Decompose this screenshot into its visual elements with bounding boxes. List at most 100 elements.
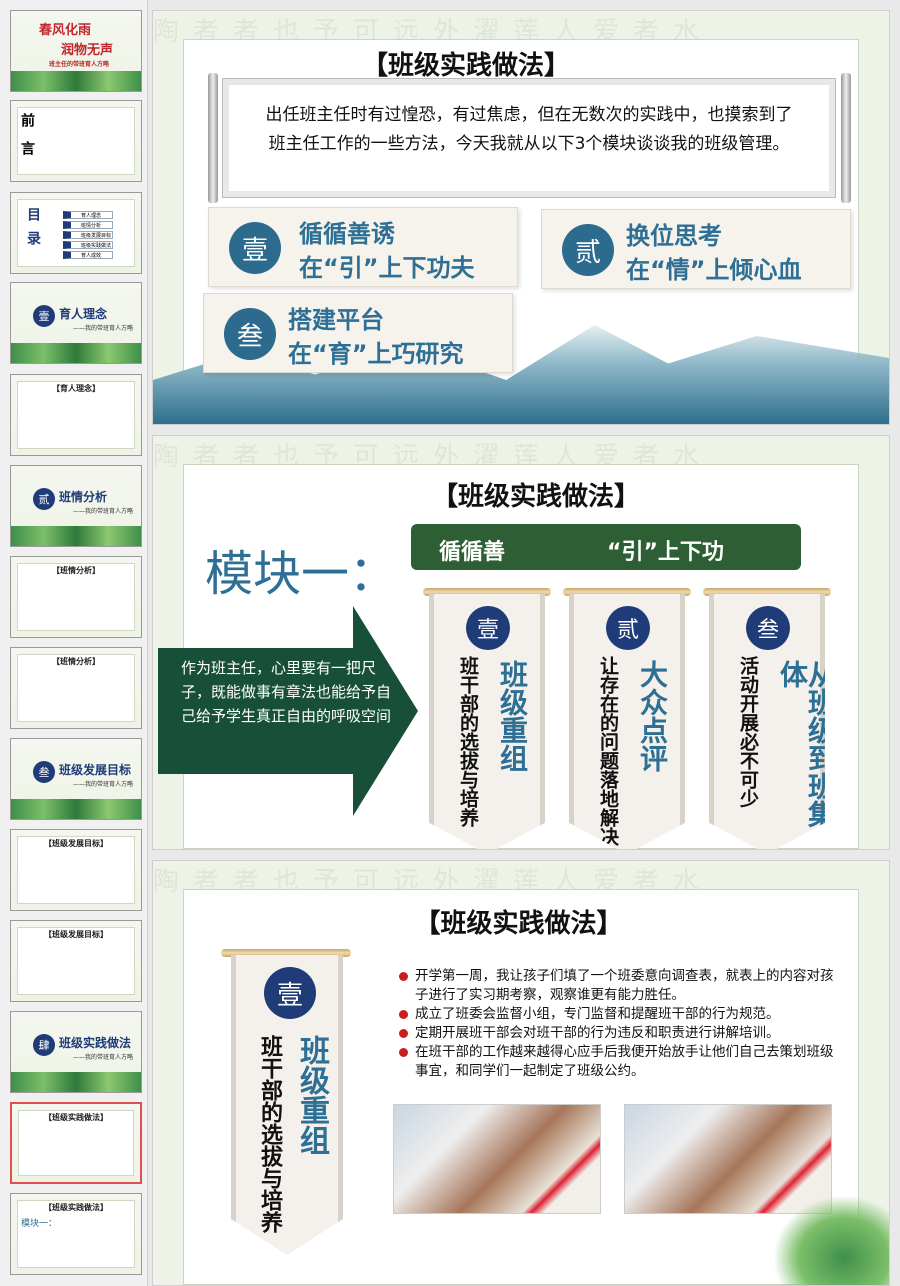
module-card-2[interactable]: 贰 换位思考 在“情”上倾心血 <box>541 209 851 289</box>
thumb-body <box>17 381 135 449</box>
thumb-body <box>17 836 135 904</box>
slide-thumbnail-6[interactable]: 贰 班情分析 ——我的带班育人方略 <box>10 465 142 547</box>
thumb-title: 前言 <box>19 113 35 169</box>
slide-thumbnail-3[interactable]: 目录 育人理念班情分析班级发展目标班级实践做法育人成效 <box>10 192 142 274</box>
slide-1[interactable]: 陶者者也予可远外濯莲人爱者水 【班级实践做法】 出任班主任时有过惶恐，有过焦虑，… <box>152 10 890 425</box>
number-seal: 壹 <box>229 222 281 274</box>
card-line1: 搭建平台 <box>288 306 384 334</box>
card-line2: 在“情”上倾心血 <box>626 256 802 284</box>
banner-subtitle: 让存在的问题落地解决 <box>597 656 619 846</box>
scroll-rod-left <box>208 73 218 203</box>
module-card-1[interactable]: 壹 循循善诱 在“引”上下功夫 <box>208 207 518 287</box>
toc-item: 育人成效 <box>63 251 113 259</box>
toc-item: 班级实践做法 <box>63 241 113 249</box>
number-seal: 叁 <box>224 308 276 360</box>
slide-thumbnail-11[interactable]: 【班级发展目标】 <box>10 920 142 1002</box>
banner-1: 壹 班级重组 班干部的选拔与培养 <box>231 955 343 1255</box>
slide-title: 【班级实践做法】 <box>431 482 640 512</box>
thumb-title: 【班情分析】 <box>52 657 100 666</box>
slide-3[interactable]: 陶者者也予可远外濯莲人爱者水 【班级实践做法】 壹 班级重组 班干部的选拔与培养… <box>152 860 890 1286</box>
scroll-rod-right <box>841 73 851 203</box>
card-line1: 换位思考 <box>626 222 722 250</box>
banner-1[interactable]: 壹 班级重组 班干部的选拔与培养 <box>429 594 545 849</box>
bar-text-right: “引”上下功 <box>607 540 724 565</box>
thumb-title: 【班级发展目标】 <box>44 839 108 848</box>
class-photo-1[interactable] <box>393 1104 601 1214</box>
lotus-decoration <box>11 1072 141 1092</box>
bullet-list: 开学第一周，我让孩子们填了一个班委意向调查表，就表上的内容对孩子进行了实习期考察… <box>399 967 839 1081</box>
thumb-title: 班级发展目标 <box>59 763 132 777</box>
slide-title: 【班级实践做法】 <box>361 51 570 81</box>
thumb-body <box>17 563 135 631</box>
thumb-title: 班级实践做法 <box>59 1036 132 1050</box>
bullet-item: 在班干部的工作越来越得心应手后我便开始放手让他们自己去策划班级事宜，和同学们一起… <box>399 1043 839 1081</box>
thumb-body <box>17 1200 135 1268</box>
bullet-item: 开学第一周，我让孩子们填了一个班委意向调查表，就表上的内容对孩子进行了实习期考察… <box>399 967 839 1005</box>
module-title-bar: 循循善 “引”上下功 <box>411 524 801 570</box>
thumb-subtitle: ——我的带班育人方略 <box>73 325 134 332</box>
thumb-body <box>17 654 135 722</box>
slide-thumbnail-13[interactable]: 【班级实践做法】 <box>10 1102 142 1184</box>
thumb-body <box>17 199 135 267</box>
module-label: 模块一： <box>205 546 398 602</box>
slide-thumbnail-2[interactable]: 前言 <box>10 100 142 182</box>
number-seal: 肆 <box>33 1034 55 1056</box>
number-seal: 壹 <box>33 305 55 327</box>
thumb-title: 目录 <box>25 207 41 255</box>
number-seal: 叁 <box>33 761 55 783</box>
thumb-title: 【班级实践做法】 <box>44 1203 108 1212</box>
arrow-text: 作为班主任，心里要有一把尺子，既能做事有章法也能给予自己给予学生真正自由的呼吸空… <box>181 659 392 725</box>
number-seal: 贰 <box>562 224 614 276</box>
thumb-body <box>18 1110 134 1176</box>
thumb-subtitle: ——我的带班育人方略 <box>73 1054 134 1061</box>
banner-rod <box>423 588 551 596</box>
banner-rod <box>221 949 351 957</box>
card-line2: 在“引”上下功夫 <box>299 254 475 282</box>
slide-thumbnail-12[interactable]: 肆 班级实践做法 ——我的带班育人方略 <box>10 1011 142 1093</box>
slide-thumbnail-4[interactable]: 壹 育人理念 ——我的带班育人方略 <box>10 282 142 364</box>
slide-thumbnail-14[interactable]: 【班级实践做法】模块一： <box>10 1193 142 1275</box>
banner-rod <box>563 588 691 596</box>
slide-thumbnail-8[interactable]: 【班情分析】 <box>10 647 142 729</box>
card-line2: 在“育”上巧研究 <box>288 340 464 368</box>
toc-item: 班情分析 <box>63 221 113 229</box>
slide-thumbnail-7[interactable]: 【班情分析】 <box>10 556 142 638</box>
bar-text-left: 循循善 <box>439 540 506 565</box>
banner-rod <box>703 588 831 596</box>
intro-scroll: 出任班主任时有过惶恐，有过焦虑，但在无数次的实践中，也摸索到了班主任工作的一些方… <box>223 79 835 197</box>
thumb-title: 【班级实践做法】 <box>44 1113 108 1122</box>
thumb-body <box>17 927 135 995</box>
lotus-decoration <box>11 343 141 363</box>
number-seal: 壹 <box>466 606 510 650</box>
number-seal: 贰 <box>33 488 55 510</box>
number-seal: 贰 <box>606 606 650 650</box>
toc-item: 育人理念 <box>63 211 113 219</box>
thumb-title: 【育人理念】 <box>52 384 100 393</box>
class-photo-2[interactable] <box>624 1104 832 1214</box>
thumb-title: 春风化雨 <box>39 23 92 38</box>
toc-item: 班级发展目标 <box>63 231 113 239</box>
slide-title: 【班级实践做法】 <box>414 909 623 939</box>
thumb-title: 育人理念 <box>59 307 108 321</box>
thumb-subtitle: 班主任的带班育人方略 <box>49 61 110 68</box>
slide-thumbnail-1[interactable]: 春风化雨 润物无声 班主任的带班育人方略 <box>10 10 142 92</box>
bullet-item: 定期开展班干部会对班干部的行为违反和职责进行讲解培训。 <box>399 1024 839 1043</box>
thumb-body <box>17 107 135 175</box>
banner-2[interactable]: 贰 大众点评 让存在的问题落地解决 <box>569 594 685 849</box>
slide-thumbnail-5[interactable]: 【育人理念】 <box>10 374 142 456</box>
slide-thumbnail-10[interactable]: 【班级发展目标】 <box>10 829 142 911</box>
bullet-item: 成立了班委会监督小组，专门监督和提醒班干部的行为规范。 <box>399 1005 839 1024</box>
slide-thumbnail-9[interactable]: 叁 班级发展目标 ——我的带班育人方略 <box>10 738 142 820</box>
lotus-leaf-decoration <box>773 1195 889 1285</box>
card-line1: 循循善诱 <box>299 220 395 248</box>
thumb-title: 【班情分析】 <box>52 566 100 575</box>
slide-2[interactable]: 陶者者也予可远外濯莲人爱者水 【班级实践做法】 模块一： 循循善 “引”上下功 … <box>152 435 890 850</box>
banner-heading: 班级重组 <box>496 660 529 772</box>
thumb-subtitle: 模块一： <box>21 1219 58 1229</box>
thumb-title: 【班级发展目标】 <box>44 930 108 939</box>
lotus-decoration <box>11 799 141 819</box>
banner-3[interactable]: 叁 从班级到班集体 活动开展必不可少 <box>709 594 825 849</box>
lotus-decoration <box>11 526 141 546</box>
slide-thumbnail-panel[interactable]: 春风化雨 润物无声 班主任的带班育人方略前言目录育人理念班情分析班级发展目标班级… <box>0 0 148 1286</box>
module-card-3[interactable]: 叁 搭建平台 在“育”上巧研究 <box>203 293 513 373</box>
